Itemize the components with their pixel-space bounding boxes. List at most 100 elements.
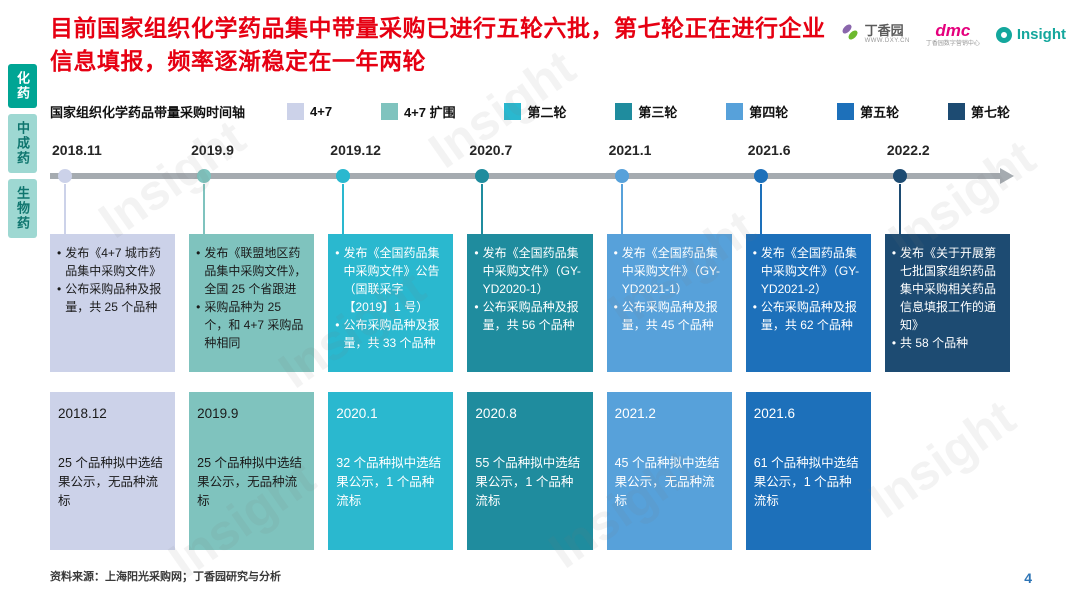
timeline-date: 2019.12: [330, 142, 381, 158]
legend-swatch: [947, 102, 965, 120]
round-detail-box: •发布《全国药品集中采购文件》（GY-YD2021-1） •公布采购品种及报量，…: [606, 234, 732, 372]
timeline-date: 2022.2: [886, 142, 930, 158]
timeline-arrowhead-icon: [1000, 168, 1014, 184]
timeline-connectors: [50, 184, 1010, 234]
legend-label: 4+7 扩围: [403, 104, 456, 120]
page-title-line1: 目前国家组织化学药品集中带量采购已进行五轮六批，第七轮正在进行企业: [50, 15, 826, 41]
round-detail-box: •发布《全国药品集中采购文件》公告（国联采字【2019】1 号） •公布采购品种…: [328, 234, 454, 372]
round-result-box: 2018.12 25 个品种拟中选结果公示，无品种流标: [50, 392, 176, 550]
legend-label: 第二轮: [527, 104, 567, 120]
bullet-marker: •: [891, 246, 897, 260]
timeline-content: 国家组织化学药品带量采购时间轴 4+7 4+7 扩围 第二轮 第三轮 第四轮 第…: [50, 100, 1014, 550]
round-result-box: 2020.8 55 个品种拟中选结果公示，1 个品种流标: [467, 392, 593, 550]
sidebar-tab-chemical-drugs[interactable]: 化药: [8, 64, 37, 108]
legend-item: 4+7: [287, 102, 332, 120]
bullet-marker: •: [474, 300, 479, 314]
page-number: 4: [1024, 570, 1032, 586]
bullet-marker: •: [752, 300, 757, 314]
round-bullet-text: 公布采购品种及报量，共 33 个品种: [343, 318, 440, 350]
round-bullet-text: 发布《全国药品集中采购文件》（GY-YD2020-1）: [482, 246, 581, 296]
sidebar-tab-traditional-chinese-medicine[interactable]: 中成药: [8, 114, 37, 173]
timeline-connector: [620, 184, 623, 234]
timeline-connector: [481, 184, 484, 234]
bullet-marker: •: [196, 300, 201, 314]
round-result-box: 2021.6 61 个品种拟中选结果公示，1 个品种流标: [745, 392, 871, 550]
timeline-axis: [50, 168, 1014, 184]
result-date: 2018.12: [58, 406, 107, 421]
header-logos: 丁香园 WWW.DXY.CN dmc 丁香园数字营销中心 Insight: [840, 22, 1066, 47]
result-date: 2021.2: [614, 406, 656, 421]
bullet-marker: •: [752, 246, 757, 260]
round-detail-box: •发布《全国药品集中采购文件》（GY-YD2021-2） •公布采购品种及报量，…: [745, 234, 871, 372]
legend-label: 第三轮: [638, 104, 678, 120]
timeline-dot: [336, 169, 351, 183]
insight-ring-icon: [995, 26, 1012, 43]
dmc-logo-subtext: 丁香园数字营销中心: [925, 41, 980, 47]
timeline-date: 2021.1: [608, 142, 652, 158]
round-bullet-text: 发布《全国药品集中采购文件》（GY-YD2021-1）: [621, 246, 720, 296]
sidebar-tab-biologics[interactable]: 生物药: [8, 179, 37, 238]
timeline-connector: [898, 184, 901, 234]
round-detail-row: •发布《4+7 城市药品集中采购文件》 •公布采购品种及报量，共 25 个品种 …: [50, 234, 1010, 372]
page-title: 目前国家组织化学药品集中带量采购已进行五轮六批，第七轮正在进行企业 信息填报，频…: [50, 12, 910, 77]
bullet-marker: •: [613, 246, 618, 260]
timeline-dot: [475, 169, 490, 183]
timeline-dots: [50, 168, 1010, 184]
page-title-line2: 信息填报，频率逐渐稳定在一年两轮: [50, 47, 426, 74]
result-text: 45 个品种拟中选结果公示，无品种流标: [614, 456, 720, 508]
round-detail-box: •发布《全国药品集中采购文件》（GY-YD2020-1） •公布采购品种及报量，…: [467, 234, 593, 372]
timeline-date: 2021.6: [747, 142, 791, 158]
result-text: 55 个品种拟中选结果公示，1 个品种流标: [475, 456, 581, 508]
legend-title: 国家组织化学药品带量采购时间轴: [50, 104, 246, 120]
timeline-connector: [64, 184, 66, 234]
legend-item: 第二轮: [504, 102, 566, 121]
dxy-logo: 丁香园 WWW.DXY.CN: [840, 22, 910, 47]
result-text: 25 个品种拟中选结果公示，无品种流标: [197, 456, 303, 508]
result-date: 2021.6: [753, 406, 795, 421]
round-bullet-text: 发布《关于开展第七批国家组织药品集中采购相关药品信息填报工作的通知》: [900, 246, 997, 332]
source-note: 资料来源：上海阳光采购网；丁香园研究与分析: [50, 571, 281, 583]
timeline-date: 2018.11: [52, 142, 102, 158]
round-bullet-text: 发布《全国药品集中采购文件》公告（国联采字【2019】1 号）: [343, 246, 440, 314]
dmc-logo-name: dmc: [935, 21, 971, 40]
round-detail-box: •发布《4+7 城市药品集中采购文件》 •公布采购品种及报量，共 25 个品种: [50, 234, 176, 372]
bullet-marker: •: [57, 246, 62, 260]
dxy-flower-icon: [840, 22, 860, 47]
round-bullet-text: 采购品种为 25 个，和 4+7 采购品种相同: [204, 300, 304, 350]
timeline-connector: [759, 184, 762, 234]
result-text: 25 个品种拟中选结果公示，无品种流标: [58, 456, 163, 508]
bullet-marker: •: [891, 336, 897, 350]
bullet-marker: •: [196, 246, 201, 260]
legend-item: 第四轮: [726, 102, 788, 121]
result-date: 2020.8: [475, 406, 517, 421]
timeline-connector: [203, 184, 206, 234]
legend-swatch: [615, 102, 633, 120]
round-bullet-text: 公布采购品种及报量，共 45 个品种: [621, 300, 718, 332]
bullet-marker: •: [474, 246, 479, 260]
result-text: 32 个品种拟中选结果公示，1 个品种流标: [336, 456, 442, 508]
legend-swatch: [837, 102, 855, 120]
insight-logo-name: Insight: [1016, 26, 1066, 43]
legend-swatch: [726, 102, 744, 120]
round-result-row: 2018.12 25 个品种拟中选结果公示，无品种流标 2019.9 25 个品…: [50, 392, 1010, 550]
result-date: 2020.1: [336, 406, 378, 421]
legend-label: 第七轮: [970, 104, 1010, 120]
legend-swatch: [504, 102, 522, 120]
bullet-marker: •: [57, 282, 62, 296]
legend-item: 4+7 扩围: [380, 102, 456, 121]
round-bullet-text: 公布采购品种及报量，共 62 个品种: [760, 300, 857, 332]
timeline-date: 2019.9: [191, 142, 234, 158]
timeline-connector: [342, 184, 345, 234]
round-detail-box: •发布《关于开展第七批国家组织药品集中采购相关药品信息填报工作的通知》 •共 5…: [884, 234, 1010, 372]
timeline-dot: [892, 169, 907, 183]
result-text: 61 个品种拟中选结果公示，1 个品种流标: [753, 456, 859, 508]
round-detail-box: •发布《联盟地区药品集中采购文件》，全国 25 个省跟进 •采购品种为 25 个…: [189, 234, 315, 372]
round-bullet-text: 公布采购品种及报量，共 56 个品种: [482, 300, 579, 332]
legend-swatch: [287, 102, 305, 120]
timeline-dot: [197, 169, 212, 183]
round-bullet-text: 发布《联盟地区药品集中采购文件》，全国 25 个省跟进: [204, 246, 307, 296]
round-result-box: 2019.9 25 个品种拟中选结果公示，无品种流标: [189, 392, 315, 550]
legend-label: 第五轮: [860, 104, 900, 120]
bullet-marker: •: [613, 300, 618, 314]
